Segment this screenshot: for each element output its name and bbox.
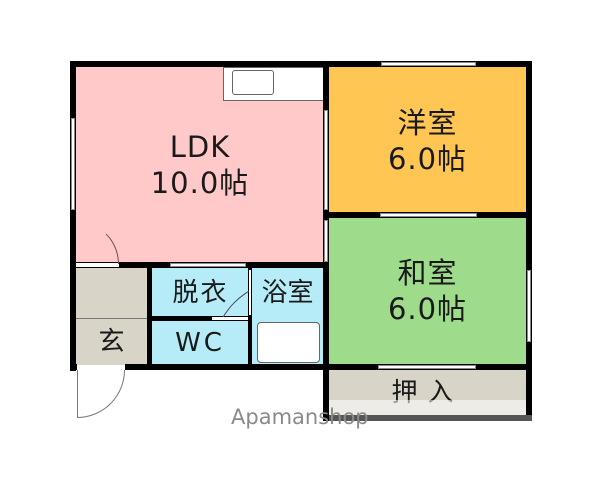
wall-outer-left [70, 61, 76, 371]
entrance-divider-line [76, 318, 147, 319]
bathtub [257, 322, 320, 363]
window-western-top [381, 62, 476, 66]
watermark-text: Apamanshop [231, 405, 369, 429]
wall-bottom-left [125, 364, 329, 370]
wall-dressing-bath [248, 262, 252, 370]
japanese-size: 6.0帖 [387, 292, 468, 326]
sliding-door-ldk-dressing [170, 263, 246, 267]
watermark-band [329, 400, 526, 415]
dressing-name: 脱衣 [172, 277, 229, 308]
room-japanese: 和室 6.0帖 [329, 218, 526, 364]
wall-closet-left [323, 364, 329, 421]
door-entry-gap [77, 365, 125, 370]
bath-name: 浴室 [261, 278, 314, 308]
japanese-name: 和室 [397, 256, 458, 290]
window-japanese-right [527, 270, 531, 342]
room-entrance: 玄 [76, 319, 147, 365]
room-toilet: WC [152, 321, 248, 365]
toilet-name: WC [175, 328, 225, 358]
western-name: 洋室 [397, 105, 458, 140]
kitchen-sink [232, 70, 274, 95]
wall-bottom-right [323, 415, 532, 421]
door-dressing-toilet [212, 317, 248, 320]
door-ldk-entrance [76, 263, 119, 267]
sliding-door-ldk-western [324, 110, 328, 210]
western-size: 6.0帖 [387, 141, 468, 176]
bath-label-wrap: 浴室 [252, 268, 323, 318]
door-swing-entry-icon [77, 370, 125, 418]
sliding-door-western-japanese [380, 213, 477, 217]
room-entrance-upper [76, 268, 147, 319]
wall-entrance-bottom-stub [70, 364, 77, 370]
room-western: 洋室 6.0帖 [329, 67, 526, 214]
ldk-name: LDK [169, 130, 231, 164]
wall-outer-top [70, 61, 532, 67]
entrance-name: 玄 [98, 327, 125, 357]
wall-dressing-toilet [147, 316, 252, 321]
room-bath: 浴室 [252, 268, 323, 365]
ldk-size: 10.0帖 [150, 166, 250, 200]
sliding-door-japanese-closet [378, 365, 476, 369]
window-ldk-left [71, 118, 75, 210]
door-bath [249, 270, 251, 315]
sliding-door-ldk-japanese [324, 220, 328, 262]
wall-outer-right [526, 61, 532, 421]
